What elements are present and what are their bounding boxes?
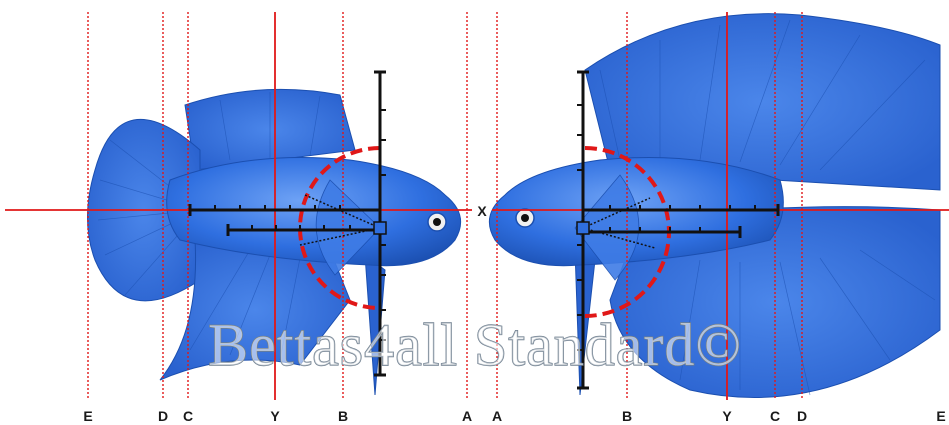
label-y-left: Y — [270, 408, 280, 424]
label-b-left: B — [338, 408, 348, 424]
label-a-left: A — [462, 408, 472, 424]
watermark-text: Bettas4all Standard© — [208, 312, 742, 378]
label-e-right: E — [936, 408, 945, 424]
label-d-left: D — [158, 408, 168, 424]
label-b-right: B — [622, 408, 632, 424]
left-betta-fish-icon — [87, 88, 462, 396]
half-circle-left — [298, 146, 381, 310]
measure-rulers — [188, 70, 780, 390]
right-betta-fish-icon — [488, 13, 941, 398]
label-a-right: A — [492, 408, 502, 424]
label-c-right: C — [770, 408, 780, 424]
label-e-left: E — [83, 408, 92, 424]
label-d-right: D — [797, 408, 807, 424]
label-y-right: Y — [722, 408, 732, 424]
label-c-left: C — [183, 408, 193, 424]
center-label-x: X — [477, 203, 487, 219]
